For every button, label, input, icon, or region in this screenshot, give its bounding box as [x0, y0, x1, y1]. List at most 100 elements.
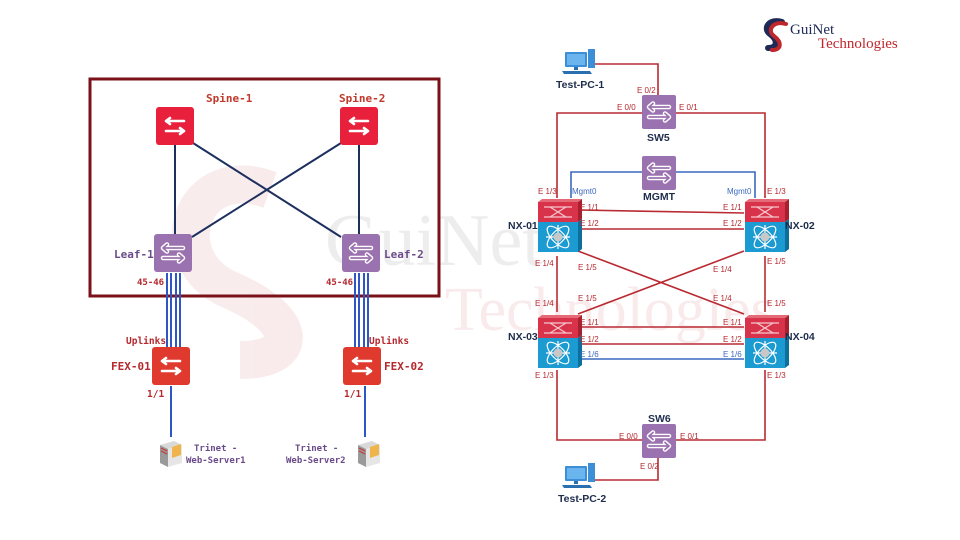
nx-01-port-e13: E 1/3: [538, 187, 557, 196]
nx-01-port-e15: E 1/5: [578, 263, 597, 272]
nx-01-port-e11: E 1/1: [580, 203, 599, 212]
fex-02-label: FEX-02: [384, 360, 424, 373]
web-server-1[interactable]: Trinet - Web-Server1: [159, 440, 246, 468]
nx-02-port-e15: E 1/5: [767, 257, 786, 266]
nexus-switch-icon: [744, 198, 790, 253]
spine-leaf-links: [174, 142, 360, 238]
nx-04-port-e12: E 1/2: [723, 335, 742, 344]
fex-01-label: FEX-01: [111, 360, 151, 373]
switch-icon: [340, 107, 378, 145]
sw6-port-e00: E 0/0: [619, 432, 638, 441]
mgmt-port-nx01: Mgmt0: [572, 187, 597, 196]
fex-01[interactable]: Uplinks FEX-01 1/1: [111, 336, 190, 400]
fex-uplinks: [166, 273, 369, 437]
link-mgmt-nx01: [570, 171, 642, 198]
web-server-2-line1: Trinet -: [295, 443, 338, 454]
mgmt-port-nx02: Mgmt0: [727, 187, 752, 196]
leaf-1-port-label: 45-46: [137, 278, 164, 288]
nx-04-port-e14: E 1/4: [713, 294, 732, 303]
sw6-port-e01: E 0/1: [680, 432, 699, 441]
fex-02-port-label: 1/1: [344, 389, 361, 400]
nexus-switch-icon: [537, 198, 583, 253]
link-nx03-sw6: [556, 370, 642, 441]
nx-02-port-e11: E 1/1: [723, 203, 742, 212]
nx-03-port-e12: E 1/2: [580, 335, 599, 344]
fabric-boundary: [88, 77, 441, 298]
mgmt-links: [570, 171, 756, 360]
nx-03-port-e15: E 1/5: [578, 294, 597, 303]
leaf-1[interactable]: Leaf-1 45-46: [114, 234, 192, 288]
link-pc1-sw5: [595, 63, 659, 95]
desktop-pc-icon: [562, 49, 595, 74]
link-nx01-nx02-e11: [577, 209, 745, 214]
sw5[interactable]: SW5 E 0/2 E 0/0 E 0/1: [617, 86, 698, 144]
nx-02[interactable]: NX-02 E 1/3 E 1/1 E 1/2 E 1/4 E 1/5: [713, 187, 815, 274]
switch-icon: [642, 424, 676, 458]
link-nx02-nx03: [577, 250, 745, 315]
nx-04[interactable]: NX-04 E 1/4 E 1/5 E 1/1 E 1/2 E 1/6 E 1/…: [713, 294, 815, 380]
nx-04-port-e13: E 1/3: [767, 371, 786, 380]
sw6[interactable]: SW6 E 0/0 E 0/1 E 0/2: [619, 413, 699, 471]
test-pc-2[interactable]: Test-PC-2: [558, 463, 606, 505]
nx-01-label: NX-01: [508, 220, 538, 232]
link-nx04-sw6: [676, 370, 766, 441]
logo-mark-icon: [763, 18, 788, 52]
nx-01[interactable]: NX-01 E 1/3 E 1/1 E 1/2 E 1/4 E 1/5: [508, 187, 599, 272]
nx-04-label: NX-04: [785, 331, 815, 343]
link-pc2-sw6: [595, 458, 659, 481]
nx-03-port-e11: E 1/1: [580, 318, 599, 327]
sw5-port-e02: E 0/2: [637, 86, 656, 95]
nx-02-port-e14: E 1/4: [713, 265, 732, 274]
nx-02-label: NX-02: [785, 220, 815, 232]
web-server-2[interactable]: Trinet - Web-Server2: [286, 440, 381, 468]
leaf-2[interactable]: Leaf-2 45-46: [326, 234, 424, 288]
spine-2[interactable]: Spine-2: [339, 92, 385, 145]
nx-03-label: NX-03: [508, 331, 538, 343]
watermark: GuiNet Technologies: [171, 165, 775, 379]
spine-1[interactable]: Spine-1: [156, 92, 253, 145]
spine-1-label: Spine-1: [206, 92, 253, 105]
mgmt-label: MGMT: [643, 191, 676, 203]
test-pc-2-label: Test-PC-2: [558, 493, 606, 505]
mgmt-switch[interactable]: MGMT Mgmt0 Mgmt0: [572, 156, 752, 203]
link-sw5-nx02: [676, 112, 766, 198]
sw5-port-e00: E 0/0: [617, 103, 636, 112]
nx-04-port-e15: E 1/5: [767, 299, 786, 308]
link-sw5-nx01: [556, 112, 642, 198]
nx-01-port-e14: E 1/4: [535, 259, 554, 268]
sw6-port-e02: E 0/2: [640, 462, 659, 471]
nx-01-port-e12: E 1/2: [580, 219, 599, 228]
nexus-switch-icon: [744, 314, 790, 369]
test-pc-1-label: Test-PC-1: [556, 79, 604, 91]
nx-03[interactable]: NX-03 E 1/4 E 1/5 E 1/1 E 1/2 E 1/6 E 1/…: [508, 294, 599, 380]
spine-2-label: Spine-2: [339, 92, 385, 105]
fex-01-port-label: 1/1: [147, 389, 164, 400]
switch-icon: [154, 234, 192, 272]
nx-04-port-e16: E 1/6: [723, 350, 742, 359]
switch-icon: [342, 234, 380, 272]
test-pc-1[interactable]: Test-PC-1: [556, 49, 604, 91]
logo-line2: Technologies: [818, 36, 898, 52]
nx-03-port-e13: E 1/3: [535, 371, 554, 380]
switch-icon: [642, 156, 676, 190]
fex-02[interactable]: Uplinks FEX-02 1/1: [343, 336, 424, 400]
nx-03-port-e16: E 1/6: [580, 350, 599, 359]
server-icon: [357, 440, 381, 468]
web-server-2-line2: Web-Server2: [286, 456, 346, 466]
guinet-logo: GuiNet Technologies: [763, 18, 898, 52]
sw5-label: SW5: [647, 132, 670, 144]
switch-icon: [343, 347, 381, 385]
logo-line1: GuiNet: [790, 22, 835, 38]
switch-icon: [152, 347, 190, 385]
right-links: [556, 63, 766, 481]
nexus-switch-icon: [537, 314, 583, 369]
leaf-2-label: Leaf-2: [384, 248, 424, 261]
web-server-1-line2: Web-Server1: [186, 456, 246, 466]
switch-icon: [642, 95, 676, 129]
server-icon: [159, 440, 183, 468]
sw5-port-e01: E 0/1: [679, 103, 698, 112]
link-spine2-leaf1: [191, 142, 342, 238]
leaf-1-label: Leaf-1: [114, 248, 154, 261]
nx-02-port-e13: E 1/3: [767, 187, 786, 196]
